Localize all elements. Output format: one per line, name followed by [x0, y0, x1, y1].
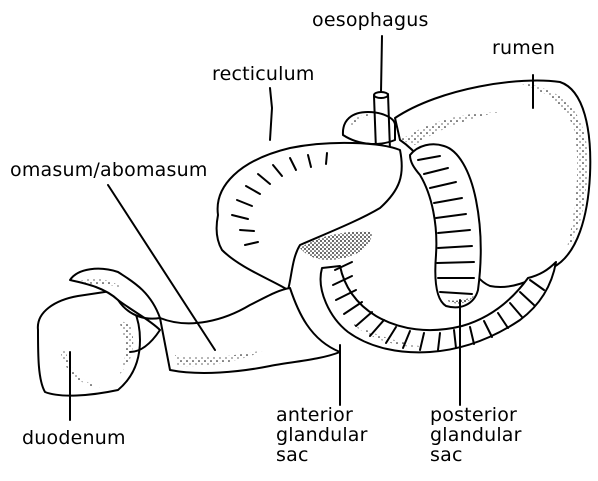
- label-duodenum: duodenum: [22, 428, 126, 448]
- recticulum-shape: [217, 143, 402, 290]
- duodenum-shape: [38, 269, 160, 396]
- label-posterior-line-1: posterior: [430, 405, 522, 425]
- label-posterior-line-3: sac: [430, 445, 522, 465]
- label-posterior-glandular-sac: posterior glandular sac: [430, 405, 522, 465]
- label-anterior-line-1: anterior: [276, 405, 368, 425]
- label-anterior-line-2: glandular: [276, 425, 368, 445]
- label-anterior-glandular-sac: anterior glandular sac: [276, 405, 368, 465]
- label-rumen: rumen: [492, 38, 555, 58]
- label-anterior-line-3: sac: [276, 445, 368, 465]
- recticulum-leader: [270, 88, 272, 140]
- omasum-abomasum-shape: [160, 288, 340, 373]
- label-oesophagus: oesophagus: [312, 10, 429, 30]
- label-omasum-abomasum: omasum/abomasum: [10, 160, 208, 180]
- rumen-dome: [343, 112, 395, 144]
- label-posterior-line-2: glandular: [430, 425, 522, 445]
- label-recticulum: recticulum: [212, 64, 315, 84]
- oesophagus-leader: [381, 36, 382, 92]
